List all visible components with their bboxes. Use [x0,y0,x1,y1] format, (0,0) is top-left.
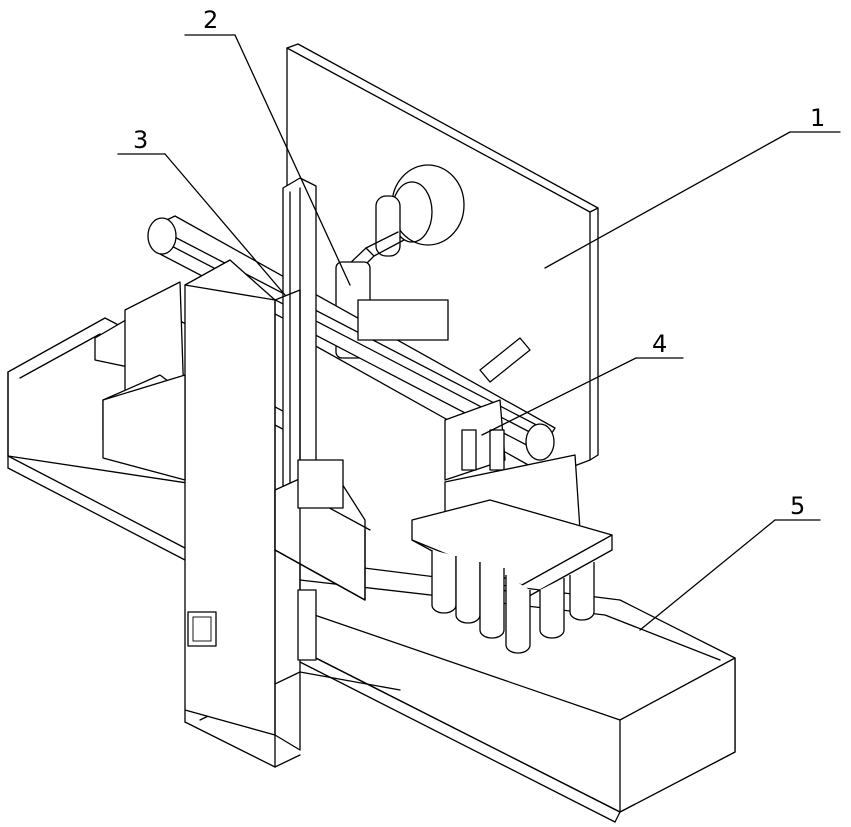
label-1: 1 [810,104,825,132]
label-5: 5 [790,492,805,520]
label-2: 2 [203,6,218,34]
label-4: 4 [652,330,667,358]
back-plate [287,44,598,476]
label-3: 3 [133,126,148,154]
